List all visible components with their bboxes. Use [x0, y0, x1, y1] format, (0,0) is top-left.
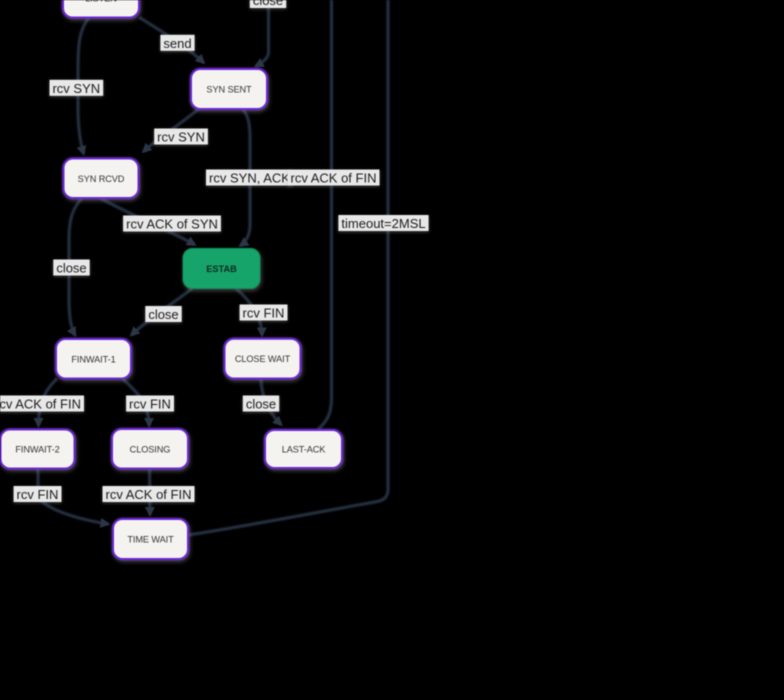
svg-text:FINWAIT-2: FINWAIT-2 [15, 445, 59, 455]
svg-text:rcv FIN: rcv FIN [129, 397, 171, 412]
svg-text:CLOSING: CLOSING [130, 444, 171, 454]
svg-text:FINWAIT-1: FINWAIT-1 [71, 354, 115, 364]
svg-text:ESTAB: ESTAB [206, 264, 237, 274]
svg-text:SYN RCVD: SYN RCVD [78, 174, 125, 184]
svg-text:rcv SYN: rcv SYN [52, 81, 100, 96]
svg-text:timeout=2MSL: timeout=2MSL [341, 216, 425, 231]
svg-text:rcv ACK of FIN: rcv ACK of FIN [0, 397, 81, 412]
svg-text:LAST-ACK: LAST-ACK [282, 445, 327, 455]
svg-text:close: close [148, 307, 178, 322]
svg-text:rcv SYN: rcv SYN [157, 130, 205, 145]
svg-text:rcv FIN: rcv FIN [243, 306, 285, 321]
svg-text:send: send [163, 36, 191, 51]
svg-text:close: close [253, 0, 283, 8]
svg-text:close: close [246, 397, 276, 412]
svg-text:CLOSE WAIT: CLOSE WAIT [235, 354, 291, 364]
svg-text:rcv FIN: rcv FIN [17, 487, 59, 502]
svg-text:TIME WAIT: TIME WAIT [127, 535, 174, 545]
svg-text:rcv ACK of FIN: rcv ACK of FIN [106, 487, 192, 502]
svg-text:SYN SENT: SYN SENT [206, 85, 252, 95]
svg-text:close: close [56, 261, 86, 276]
svg-text:rcv ACK of FIN: rcv ACK of FIN [291, 171, 377, 186]
svg-text:LISTEN: LISTEN [85, 0, 117, 3]
svg-text:rcv ACK of SYN: rcv ACK of SYN [126, 217, 218, 232]
svg-text:rcv SYN, ACK: rcv SYN, ACK [209, 171, 290, 186]
